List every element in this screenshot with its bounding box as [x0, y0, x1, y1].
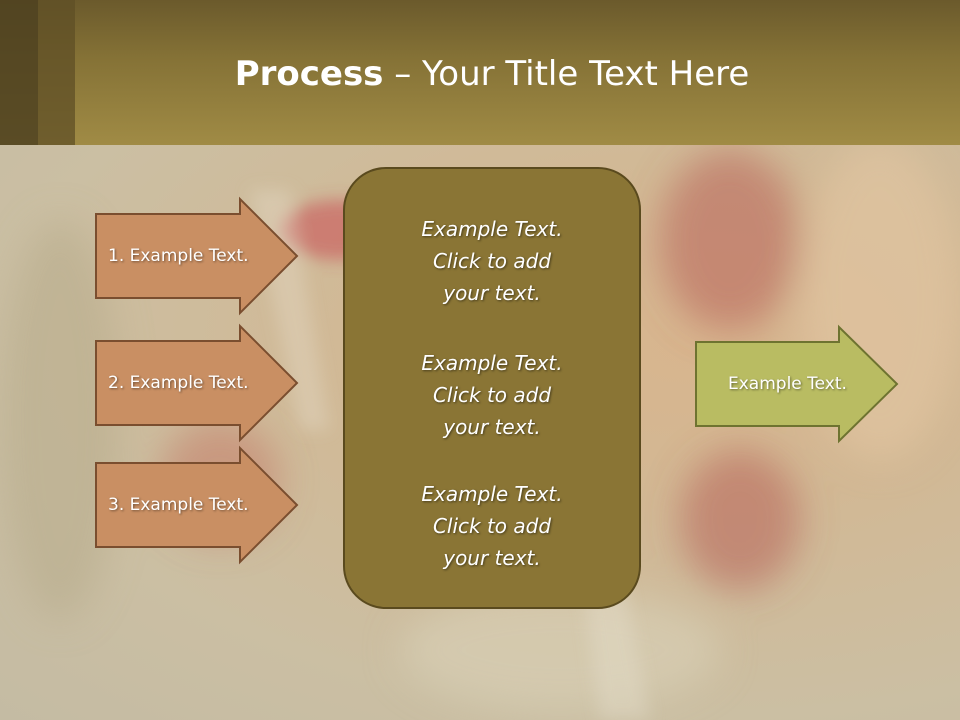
title-bold: Process	[234, 54, 384, 94]
left-arrow-2-label: 2. Example Text.	[108, 373, 249, 393]
center-block-3: Example Text. Click to add your text.	[344, 478, 640, 574]
center-block-line: Example Text.	[421, 482, 563, 506]
title-bar	[0, 0, 960, 145]
center-block-line: your text.	[443, 546, 541, 570]
left-arrow-3[interactable]	[95, 445, 299, 565]
left-arrow-3-label: 3. Example Text.	[108, 495, 249, 515]
center-block-line: Example Text.	[421, 351, 563, 375]
left-arrow-2[interactable]	[95, 323, 299, 443]
center-block-2: Example Text. Click to add your text.	[344, 347, 640, 443]
right-arrow[interactable]	[695, 324, 899, 444]
center-block-line: Click to add	[432, 514, 552, 538]
header-accent-dark	[0, 0, 38, 145]
center-rounded-box[interactable]	[343, 167, 641, 609]
center-block-line: Click to add	[432, 383, 552, 407]
left-arrow-1[interactable]	[95, 196, 299, 316]
center-block-line: your text.	[443, 415, 541, 439]
title-rest: – Your Title Text Here	[383, 54, 750, 94]
slide-title[interactable]: Process – Your Title Text Here	[0, 52, 960, 96]
center-block-line: Click to add	[432, 249, 552, 273]
center-block-line: Example Text.	[421, 217, 563, 241]
right-arrow-label: Example Text.	[728, 374, 847, 394]
header-accent-medium	[38, 0, 75, 145]
center-block-line: your text.	[443, 281, 541, 305]
center-block-1: Example Text. Click to add your text.	[344, 213, 640, 309]
left-arrow-1-label: 1. Example Text.	[108, 246, 249, 266]
